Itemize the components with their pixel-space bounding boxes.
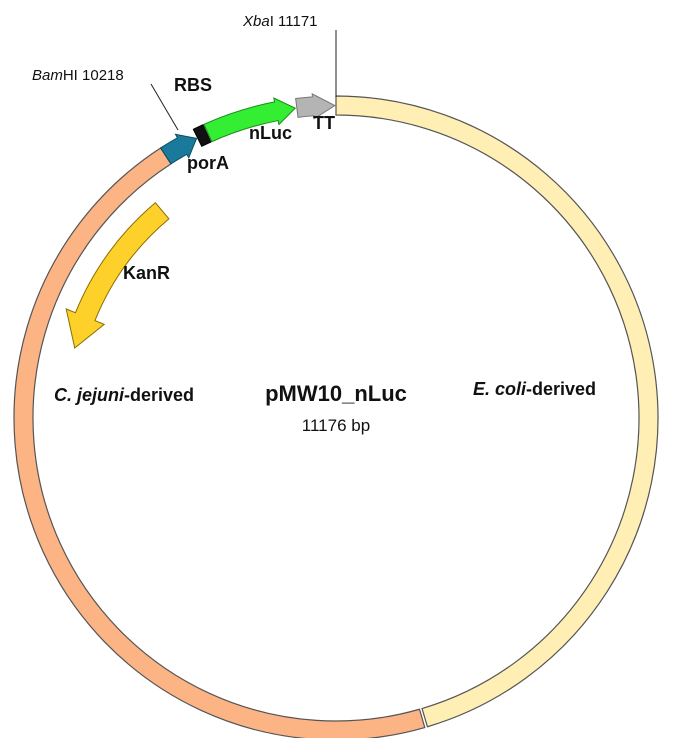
rbs-block <box>192 124 212 148</box>
cjejuni-region-label: C. jejuni-derived <box>54 385 194 405</box>
cjejuni-derived-segment <box>13 147 426 738</box>
rbs-label: RBS <box>174 75 212 95</box>
tt-arrow <box>295 93 336 120</box>
tt-label: TT <box>313 113 335 133</box>
xbai-site-name-italic: Xba <box>242 13 270 30</box>
ecoli-derived-segment <box>335 95 659 728</box>
ecoli-region-italic: E. coli <box>473 379 527 399</box>
ecoli-region-label: E. coli-derived <box>473 379 596 399</box>
kanr-arrow <box>65 202 170 349</box>
kanr-label: KanR <box>123 263 170 283</box>
xbai-site-name-rest: I 11171 <box>270 13 318 30</box>
pora-arrow <box>159 133 198 165</box>
plasmid-size: 11176 bp <box>302 416 370 435</box>
ecoli-region-rest: -derived <box>526 379 596 399</box>
bamhi-leader-line <box>150 83 179 131</box>
bamhi-site-name-italic: Bam <box>32 67 63 84</box>
nluc-arrow <box>203 97 297 143</box>
bamhi-site-name-rest: HI 10218 <box>63 67 124 84</box>
xbai-site-label: XbaI 11171 <box>242 13 318 30</box>
cjejuni-region-italic: C. jejuni <box>54 385 125 405</box>
nluc-label: nLuc <box>249 123 292 143</box>
pora-label: porA <box>187 153 229 173</box>
cjejuni-region-rest: -derived <box>124 385 194 405</box>
bamhi-site-label: BamHI 10218 <box>32 67 124 84</box>
plasmid-name: pMW10_nLuc <box>265 381 407 406</box>
